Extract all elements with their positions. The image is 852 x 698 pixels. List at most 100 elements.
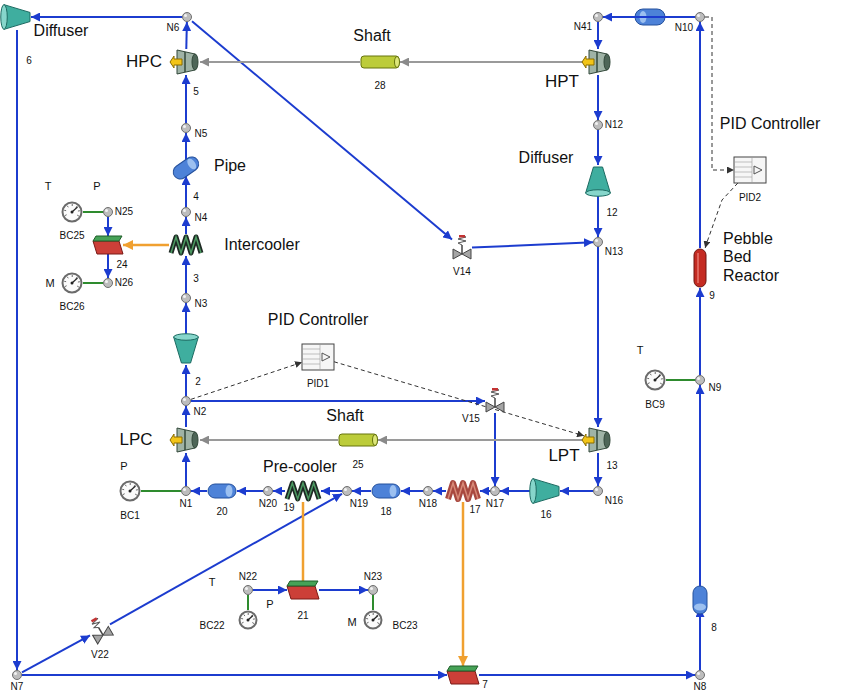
junction-node-symbol (368, 585, 378, 595)
shaft: Shaft28 (360, 55, 400, 69)
component-label: N6 (166, 22, 181, 34)
turbomachine-symbol (172, 427, 200, 453)
boundary-link (666, 379, 695, 381)
component-label: N22 (238, 571, 258, 583)
junction-node: N4 (181, 207, 191, 217)
flow-line (185, 133, 187, 160)
junction-node-symbol (593, 12, 603, 22)
flow-line (191, 400, 485, 402)
flow-line (107, 254, 109, 278)
shaft-symbol (338, 433, 378, 447)
junction-node-symbol (695, 12, 705, 22)
component-label: V22 (90, 649, 110, 661)
pid-controller: PID ControllerPID1 (302, 344, 334, 370)
junction-node: N23 (368, 585, 378, 595)
heat-exchanger-box-symbol (93, 236, 123, 254)
flow-line (273, 490, 285, 492)
pipe: 18 (371, 483, 401, 499)
flow-line (472, 242, 593, 247)
flow-line (185, 365, 187, 396)
component-label: N2 (193, 406, 208, 418)
junction-node-symbol (490, 486, 500, 496)
flow-line (494, 413, 496, 486)
component-label: LPT (547, 446, 580, 466)
component-label: PID Controller (267, 311, 369, 329)
component-label: N5 (194, 128, 209, 140)
boundary-condition: BC22 (238, 610, 258, 630)
flow-line (185, 303, 187, 335)
component-label: N7 (10, 681, 25, 693)
junction-node: N7 (12, 670, 22, 680)
valve-symbol (90, 618, 110, 642)
component-label: 4 (192, 191, 200, 203)
flow-line (192, 21, 452, 239)
heat-exchanger-box-symbol (447, 666, 479, 684)
flow-line (191, 490, 207, 492)
valve-symbol (485, 389, 505, 413)
component-label: HPT (544, 72, 580, 92)
flow-line (185, 217, 187, 234)
component-label: BC22 (198, 620, 225, 632)
component-label: N17 (485, 498, 505, 510)
junction-node-symbol (103, 207, 113, 217)
bc-type-label: T (208, 576, 217, 589)
component-label: N23 (363, 571, 383, 583)
junction-node: N18 (423, 486, 433, 496)
flow-line (597, 195, 599, 237)
flow-line (603, 16, 695, 18)
shaft-link (200, 61, 360, 63)
component-label: 19 (282, 502, 295, 514)
boundary-link (247, 595, 249, 610)
pipe: Pipe4 (171, 160, 201, 176)
component-label: 21 (296, 610, 309, 622)
flow-line (185, 75, 187, 123)
boundary-condition-symbol (363, 610, 383, 630)
flow-line (253, 589, 287, 591)
junction-node: N41 (593, 12, 603, 22)
component-label: N41 (573, 21, 593, 33)
component-label: PID1 (306, 378, 330, 390)
shaft: Shaft25 (338, 433, 378, 447)
shaft-link (200, 439, 338, 441)
component-label: N20 (258, 498, 278, 510)
control-signal (191, 362, 302, 399)
diffuser: Diffuser12 (585, 165, 611, 195)
component-label: 13 (605, 460, 618, 472)
turbomachine-symbol (584, 427, 612, 453)
component-label: N9 (708, 382, 723, 394)
junction-node-symbol (182, 12, 192, 22)
component-label: 28 (373, 80, 386, 92)
flow-line (433, 490, 446, 492)
junction-node: N2 (181, 396, 191, 406)
component-label: PID Controller (719, 115, 821, 133)
junction-node: N13 (593, 237, 603, 247)
component-label: N19 (349, 498, 369, 510)
bc-type-label: T (44, 180, 53, 193)
junction-node-symbol (593, 120, 603, 130)
flow-line (237, 490, 263, 492)
pid-controller-symbol (302, 344, 334, 370)
flow-line (185, 453, 187, 486)
junction-node-symbol (695, 375, 705, 385)
junction-node: N12 (593, 120, 603, 130)
flow-line (699, 608, 701, 670)
diffuser-symbol (585, 165, 611, 195)
junction-node-symbol (181, 486, 191, 496)
pipe-symbol (207, 483, 237, 499)
heat-transfer-link (123, 244, 169, 247)
component-label: BC25 (58, 230, 85, 242)
heat-exchanger-box: 21 (287, 581, 319, 599)
junction-node-symbol (181, 123, 191, 133)
boundary-link (372, 595, 374, 610)
flow-line (597, 247, 599, 427)
junction-node-symbol (12, 670, 22, 680)
pipe: 8 (685, 592, 715, 608)
junction-node: N19 (342, 486, 352, 496)
diffuser-symbol (532, 478, 560, 504)
component-label: 18 (379, 506, 392, 518)
boundary-condition: BC1 (119, 480, 141, 502)
component-label: N16 (604, 495, 624, 507)
flow-line (110, 494, 342, 625)
component-label: N25 (114, 206, 134, 218)
component-label: Diffuser (33, 22, 90, 40)
